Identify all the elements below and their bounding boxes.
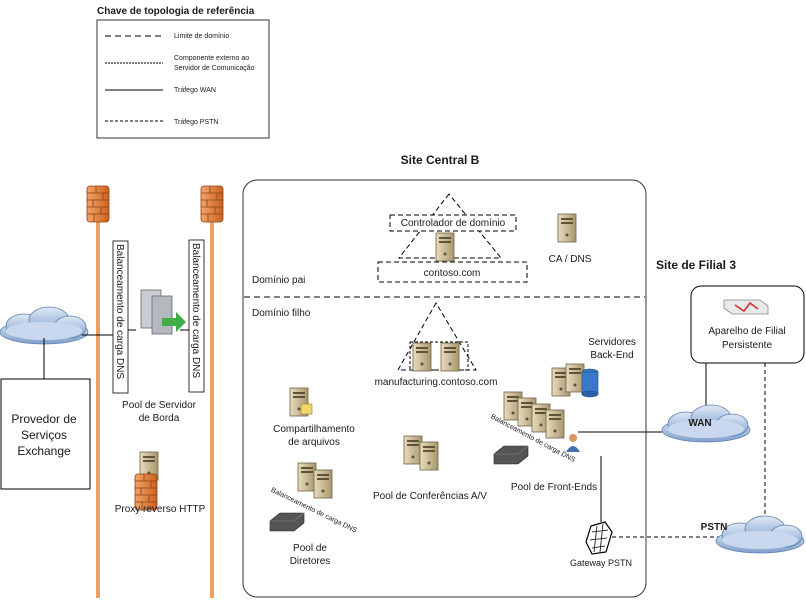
reverse-proxy: Proxy reverso HTTP (115, 451, 206, 515)
legend-box (96, 19, 270, 139)
file-share-label-2: de arquivos (288, 437, 340, 448)
director-pool-label-2: Diretores (290, 556, 331, 567)
backend-label-1: Servidores (588, 337, 636, 348)
exchange-provider-label-1: Provedor de (11, 412, 77, 426)
lb-right-box (188, 239, 205, 393)
legend-title: Chave de topologia de referência (97, 6, 255, 17)
frontend-server-icon-4 (545, 409, 565, 439)
branch-appliance-label-2: Persistente (722, 340, 772, 351)
legend-item-wan: Tráfego WAN (174, 87, 216, 94)
central-site-title: Site Central B (401, 153, 480, 167)
child-domain-label: Domínio filho (252, 308, 311, 319)
lb-right-label: Balanceamento de carga DNS (190, 243, 201, 378)
parent-fqdn-box (377, 261, 528, 283)
branch-site-title: Site de Filial 3 (656, 258, 736, 272)
child-dc-server-icon-2 (440, 342, 460, 372)
central-site-box (242, 179, 647, 598)
edge-server-icon-2 (151, 295, 173, 335)
user-icon (566, 446, 580, 452)
lb-left-label: Balanceamento de carga DNS (114, 244, 125, 379)
pstn-gateway: Gateway PSTN (570, 521, 632, 568)
ca-dns: CA / DNS (549, 213, 592, 265)
ca-dns-server-icon (557, 213, 577, 243)
pstn-cloud-icon (715, 515, 805, 554)
child-domain-controller: manufacturing.contoso.com (375, 302, 498, 388)
frontend-pool-label: Pool de Front-Ends (511, 482, 597, 493)
child-dc-server-icon-1 (412, 342, 432, 372)
director-server-icon-2 (313, 469, 333, 499)
exchange-provider-label-2: Serviços (21, 428, 67, 442)
domain-controller-box (389, 214, 517, 232)
domain-controller-label: Controlador de domínio (401, 218, 506, 229)
firewall-icon-left (86, 185, 110, 223)
legend-item-external-1: Componente externo ao (174, 55, 249, 62)
reverse-proxy-label: Proxy reverso HTTP (115, 504, 206, 515)
edge-pool-label-1: Pool de Servidor (122, 400, 197, 411)
edge-pool: Pool de Servidor de Borda (122, 289, 197, 424)
av-server-icon-1 (403, 435, 423, 465)
backend-server-icon-2 (565, 363, 585, 393)
parent-fqdn-label: contoso.com (424, 268, 481, 279)
backend-servers: Servidores Back-End (551, 337, 636, 398)
folder-icon (300, 403, 313, 415)
av-pool-label: Pool de Conferências A/V (373, 491, 487, 502)
branch-appliance-label-1: Aparelho de Filial (708, 326, 785, 337)
edge-arrow-icon (162, 312, 186, 332)
file-share-label-1: Compartilhamento (273, 424, 355, 435)
legend-item-domain: Limite de domínio (174, 33, 229, 40)
branch-appliance-box (690, 285, 805, 364)
lb-left-box (112, 240, 129, 394)
legend-item-external-2: Servidor de Comunicação (174, 65, 255, 72)
exchange-provider-label-3: Exchange (17, 444, 71, 458)
av-pool: Pool de Conferências A/V (373, 435, 487, 502)
firewall-icon-right (200, 185, 224, 223)
exchange-provider-box (0, 378, 91, 490)
pstn-gateway-label: Gateway PSTN (570, 558, 632, 568)
ca-dns-label: CA / DNS (549, 254, 592, 265)
legend: Chave de topologia de referência Limite … (96, 6, 270, 139)
backend-label-2: Back-End (590, 350, 633, 361)
domain-controller-server-icon (435, 232, 455, 262)
av-server-icon-2 (419, 441, 439, 471)
pstn-label: PSTN (701, 522, 728, 533)
branch-appliance-icon (723, 299, 769, 315)
parent-domain-controller: Controlador de domínio contoso.com (377, 193, 528, 283)
child-fqdn-label: manufacturing.contoso.com (375, 377, 498, 388)
legend-item-pstn: Tráfego PSTN (174, 119, 218, 126)
director-server-icon-1 (297, 462, 317, 492)
wan-label: WAN (688, 418, 711, 429)
edge-pool-label-2: de Borda (139, 413, 180, 424)
director-pool-label-1: Pool de (293, 543, 327, 554)
file-share: Compartilhamento de arquivos (273, 387, 355, 448)
child-dc-box (409, 341, 469, 371)
parent-domain-label: Domínio pai (252, 275, 305, 286)
